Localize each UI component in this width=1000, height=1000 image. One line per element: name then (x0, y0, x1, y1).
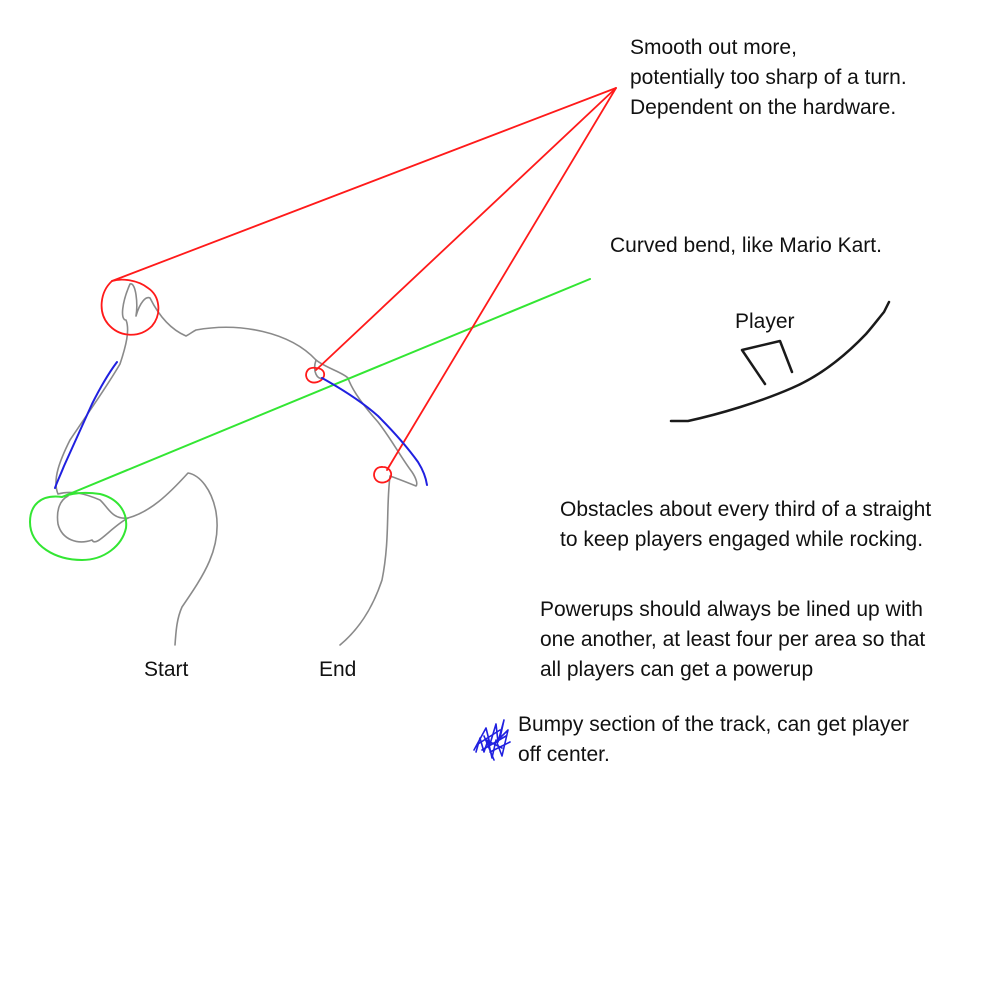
bend-sketch-curve (669, 300, 891, 423)
scribble-icon (473, 719, 511, 761)
track-notch (313, 359, 323, 380)
bumpy-section-right (321, 377, 428, 486)
sharp-turn-circle-1 (100, 278, 160, 336)
track-outer-edge (55, 283, 418, 646)
sharp-turn-markers (100, 87, 617, 484)
sharp-turn-leader-2 (315, 87, 617, 371)
powerups-note-line: Powerups should always be lined up with (540, 598, 923, 621)
player-icon (740, 339, 794, 386)
track-inner-edge (56, 495, 129, 543)
sharp-turn-note-line: Smooth out more, (630, 36, 797, 59)
curved-bend-leader-line (61, 278, 591, 498)
powerups-note-line: one another, at least four per area so t… (540, 628, 926, 651)
player-label: Player (735, 310, 795, 333)
sharp-turn-note-line: Dependent on the hardware. (630, 96, 897, 119)
powerups-note-line: all players can get a powerup (540, 658, 814, 681)
bumpy-note-line: off center. (518, 743, 610, 766)
powerups-note: Powerups should always be lined up with … (540, 595, 925, 685)
bumpy-note-line: Bumpy section of the track, can get play… (518, 713, 910, 736)
sharp-turn-leader-3 (386, 87, 617, 471)
obstacles-note-line: Obstacles about every third of a straigh… (560, 498, 932, 521)
bumpy-sections (54, 361, 428, 489)
start-label: Start (144, 658, 189, 681)
bumpy-note: Bumpy section of the track, can get play… (518, 710, 909, 770)
curved-bend-circle (29, 492, 128, 561)
curved-bend-marker (29, 278, 591, 561)
obstacles-note-line: to keep players engaged while rocking. (560, 528, 924, 551)
sharp-turn-leader-1 (111, 87, 617, 282)
curved-bend-note: Curved bend, like Mario Kart. (610, 231, 882, 261)
sharp-turn-note: Smooth out more, potentially too sharp o… (630, 33, 907, 123)
sharp-turn-circle-3 (373, 466, 393, 484)
bend-sketch (669, 300, 891, 423)
obstacles-note: Obstacles about every third of a straigh… (560, 495, 931, 555)
curved-bend-note-text: Curved bend, like Mario Kart. (610, 234, 882, 257)
sharp-turn-circle-2 (305, 366, 326, 384)
bumpy-section-left (54, 361, 118, 489)
end-label: End (319, 658, 357, 681)
track-outline (55, 283, 418, 646)
sharp-turn-note-line: potentially too sharp of a turn. (630, 66, 907, 89)
